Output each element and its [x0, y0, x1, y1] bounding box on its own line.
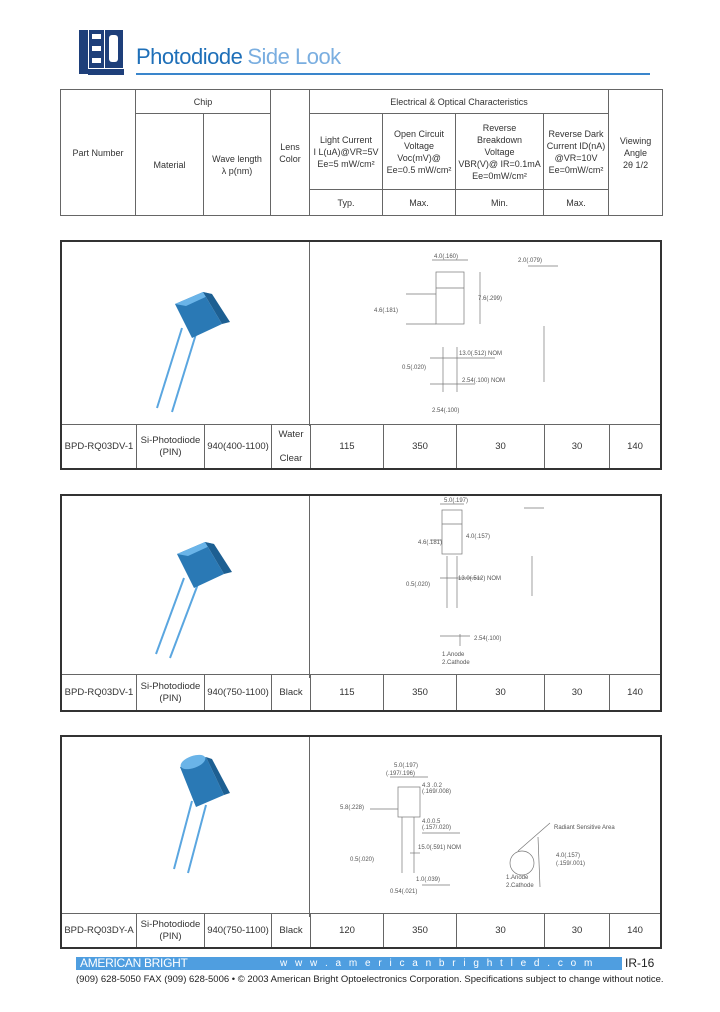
svg-text:5.0(.197): 5.0(.197)	[444, 498, 468, 504]
svg-text:0.5(.020): 0.5(.020)	[406, 582, 430, 588]
spec-header-table: Part Number Chip Lens Color Electrical &…	[60, 89, 664, 216]
svg-text:(.159/.001): (.159/.001)	[556, 861, 585, 867]
svg-text:5.8(.228): 5.8(.228)	[340, 805, 364, 811]
footer-company: AMERICAN BRIGHT	[80, 956, 188, 970]
open-circuit: 350	[384, 425, 457, 468]
svg-text:2.0(.079): 2.0(.079)	[518, 258, 542, 264]
light-current: 115	[311, 675, 384, 710]
title-sub: Side Look	[247, 44, 341, 69]
header-rule	[136, 73, 650, 75]
svg-text:0.5(.020): 0.5(.020)	[350, 857, 374, 863]
max-label: Max.	[382, 189, 457, 216]
part-number-header: Part Number	[60, 89, 136, 216]
product-panel-1: 4.0(.160) 4.6(.181) 7.6(.299) 2.0(.079) …	[60, 240, 662, 470]
dark-current: 30	[545, 425, 610, 468]
product-row-3: BPD-RQ03DY-A Si-Photodiode(PIN) 940(750-…	[62, 913, 660, 947]
lens-color: Black	[272, 914, 311, 947]
breakdown: 30	[457, 425, 545, 468]
max-label: Max.	[543, 189, 610, 216]
wavelength: 940(750-1100)	[205, 914, 272, 947]
product-image-2	[62, 496, 310, 678]
svg-text:13.0(.512) NOM: 13.0(.512) NOM	[459, 351, 502, 357]
viewing-angle: 140	[627, 686, 643, 698]
svg-text:4.0.0.5: 4.0.0.5	[422, 819, 441, 825]
dimension-drawing-1: 4.0(.160) 4.6(.181) 7.6(.299) 2.0(.079) …	[310, 242, 660, 426]
product-panel-3: 5.0(.197) (.197/.196) 4.3 .0.2 (.169/.00…	[60, 735, 662, 949]
svg-text:4.3 .0.2: 4.3 .0.2	[422, 783, 443, 789]
svg-text:1.Anode: 1.Anode	[506, 875, 529, 881]
svg-text:2.Cathode: 2.Cathode	[442, 660, 470, 666]
product-row-1: BPD-RQ03DV-1 Si-Photodiode(PIN) 940(400-…	[62, 424, 660, 468]
company-logo	[79, 28, 125, 76]
svg-text:(.169/.008): (.169/.008)	[422, 789, 451, 795]
svg-text:15.0(.591) NOM: 15.0(.591) NOM	[418, 845, 461, 851]
typ-label: Typ.	[309, 189, 384, 216]
dark-current: 30	[545, 914, 610, 947]
footer-contact: (909) 628-5050 FAX (909) 628-5006 • © 20…	[76, 974, 664, 985]
svg-text:1.0(.039): 1.0(.039)	[416, 877, 440, 883]
material: Si-Photodiode(PIN)	[137, 675, 205, 710]
svg-text:0.54(.021): 0.54(.021)	[390, 889, 417, 895]
svg-text:7.6(.299): 7.6(.299)	[478, 296, 502, 302]
page-number: IR-16	[622, 957, 655, 970]
title-main: Photodiode	[136, 44, 243, 69]
light-current: 120	[311, 914, 384, 947]
dimension-drawing-2: 5.0(.197) 4.6(.181) 4.0(.157) 13.0(.512)…	[310, 496, 660, 678]
svg-text:Radiant Sensitive Area: Radiant Sensitive Area	[554, 825, 615, 831]
footer-url-link[interactable]: w w w . a m e r i c a n b r i g h t l e …	[280, 958, 595, 969]
wavelength: 940(400-1100)	[205, 425, 272, 468]
light-current: 115	[311, 425, 384, 468]
wavelength: 940(750-1100)	[205, 675, 272, 710]
svg-text:4.0(.160): 4.0(.160)	[434, 254, 458, 260]
svg-text:2.54(.100): 2.54(.100)	[432, 408, 459, 414]
material-header: Material	[135, 113, 204, 216]
lens-color: Black	[272, 675, 311, 710]
viewing-angle: 140	[627, 924, 643, 936]
viewing-angle: 140	[627, 440, 643, 452]
material: Si-Photodiode(PIN)	[137, 914, 205, 947]
product-image-3	[62, 737, 310, 917]
dark-current: 30	[545, 675, 610, 710]
lens-color-header: Lens Color	[270, 89, 311, 216]
product-row-2: BPD-RQ03DV-1 Si-Photodiode(PIN) 940(750-…	[62, 674, 660, 710]
svg-text:0.5(.020): 0.5(.020)	[402, 365, 426, 371]
svg-text:13.0(.512) NOM: 13.0(.512) NOM	[458, 576, 501, 582]
svg-text:4.0(.157): 4.0(.157)	[556, 853, 580, 859]
svg-text:4.6(.181): 4.6(.181)	[374, 308, 398, 314]
svg-text:1.Anode: 1.Anode	[442, 652, 465, 658]
product-image-1	[62, 242, 310, 426]
chip-header: Chip	[134, 89, 272, 114]
svg-text:(.157/.020): (.157/.020)	[422, 825, 451, 831]
min-label: Min.	[455, 189, 545, 216]
dimension-drawing-3: 5.0(.197) (.197/.196) 4.3 .0.2 (.169/.00…	[310, 737, 660, 917]
material: Si-Photodiode(PIN)	[137, 425, 205, 468]
svg-text:2.54(.100): 2.54(.100)	[474, 636, 501, 642]
electrical-header: Electrical & Optical Characteristics	[309, 89, 610, 114]
svg-text:(.197/.196): (.197/.196)	[386, 771, 415, 777]
breakdown: 30	[457, 914, 545, 947]
breakdown: 30	[457, 675, 545, 710]
open-circuit: 350	[384, 914, 457, 947]
svg-text:4.0(.157): 4.0(.157)	[466, 534, 490, 540]
product-panel-2: 5.0(.197) 4.6(.181) 4.0(.157) 13.0(.512)…	[60, 494, 662, 712]
part-number: BPD-RQ03DY-A	[62, 914, 137, 947]
part-number: BPD-RQ03DV-1	[62, 675, 137, 710]
footer-bar	[76, 957, 650, 970]
part-number: BPD-RQ03DV-1	[62, 425, 137, 468]
svg-text:2.Cathode: 2.Cathode	[506, 883, 534, 889]
svg-text:5.0(.197): 5.0(.197)	[394, 763, 418, 769]
open-circuit: 350	[384, 675, 457, 710]
svg-text:4.6(.181): 4.6(.181)	[418, 540, 442, 546]
svg-text:2.54(.100) NOM: 2.54(.100) NOM	[462, 378, 505, 384]
